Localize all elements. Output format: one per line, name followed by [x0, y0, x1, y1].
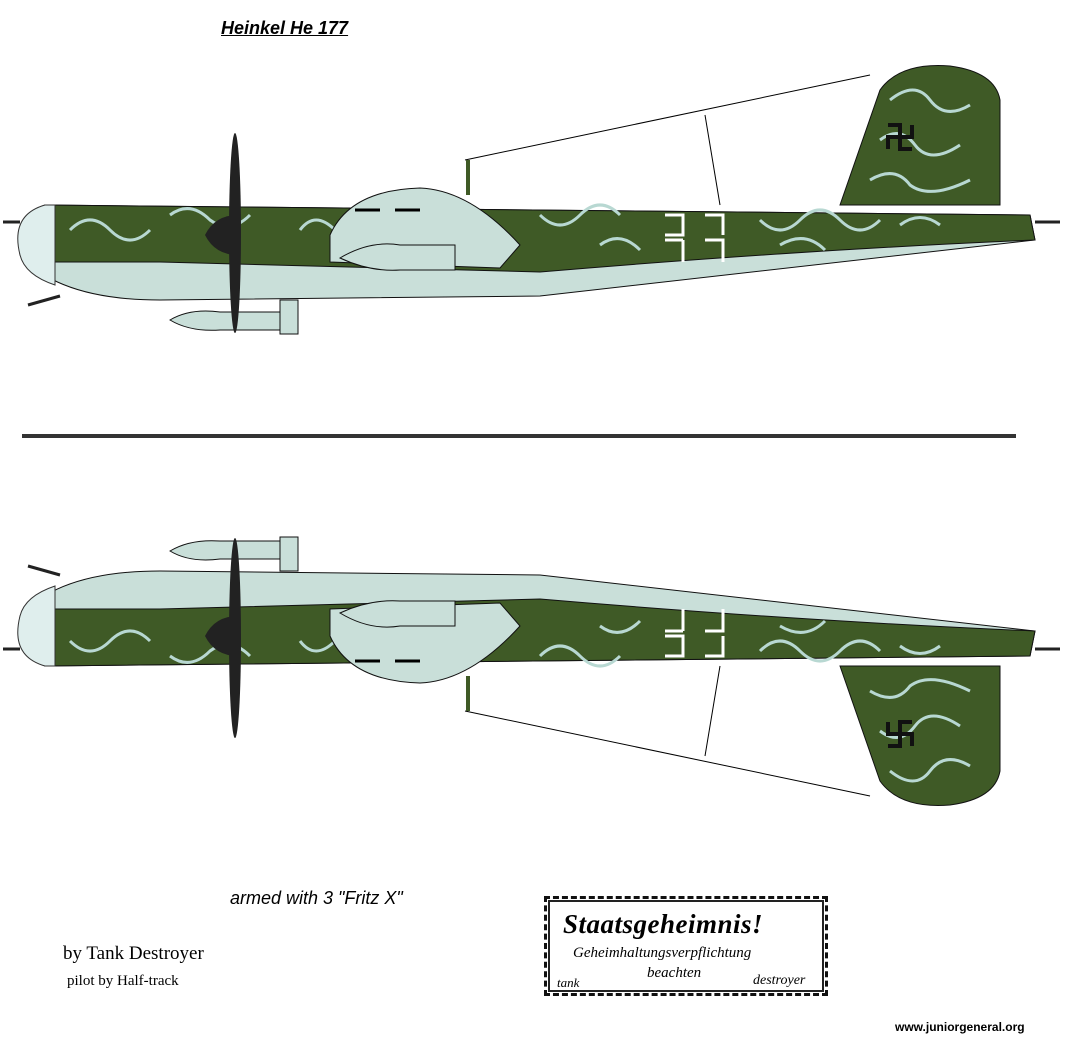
divider: [22, 434, 1016, 438]
stamp-right: destroyer: [753, 973, 806, 988]
stamp-line2: beachten: [647, 965, 702, 981]
armament-caption: armed with 3 "Fritz X": [230, 888, 403, 908]
aircraft-side-view-top: [1, 63, 1062, 336]
page-title: Heinkel He 177: [221, 18, 349, 38]
pilot-credit: pilot by Half-track: [67, 973, 179, 989]
stamp-heading: Staatsgeheimnis!: [563, 909, 764, 939]
website-link[interactable]: www.juniorgeneral.org: [895, 1020, 1025, 1034]
stamp-line1: Geheimhaltungsverpflichtung: [573, 945, 752, 961]
author-credit: by Tank Destroyer: [63, 943, 204, 964]
secret-stamp: Staatsgeheimnis! Geheimhaltungsverpflich…: [544, 896, 828, 996]
aircraft-side-view-bottom: [1, 535, 1062, 808]
stamp-left: tank: [557, 975, 580, 990]
